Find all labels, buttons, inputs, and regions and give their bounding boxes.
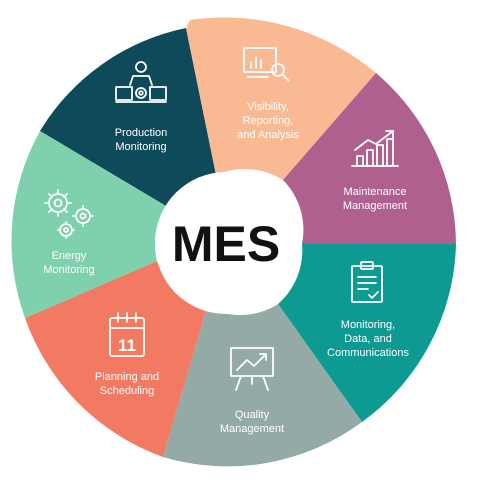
label-quality: Quality Management [220,409,284,435]
label-line: Quality [235,409,270,421]
center-title: MES [172,216,280,272]
growth-chart-icon [351,130,399,167]
gears-icon [44,189,94,239]
label-line: Data, and [344,333,392,345]
calendar-icon: 11 [109,312,145,357]
label-line: Monitoring [43,264,94,276]
segment-planning [25,261,207,457]
label-line: Maintenance [344,186,407,198]
label-line: Management [220,423,284,435]
segment-quality [163,304,362,467]
label-line: Energy [52,250,87,262]
segment-monitoring [278,244,456,422]
label-maintenance: Maintenance Management [343,186,407,212]
segment-visibility [186,17,376,180]
label-energy: Energy Monitoring [43,250,94,276]
segment-maintenance [283,73,456,244]
label-line: Visibility, [247,101,289,113]
clipboard-icon [351,261,383,303]
label-planning: Planning and Scheduling [95,371,159,397]
production-monitor-icon [115,61,167,103]
label-line: and Analysis [237,129,299,141]
presentation-board-icon [230,347,274,391]
segment-production [40,28,216,206]
report-analysis-icon [243,47,290,82]
calendar-day-number: 11 [118,336,136,355]
label-line: Production [115,127,168,139]
segment-energy [11,131,167,318]
label-monitoring: Monitoring, Data, and Communications [327,319,409,359]
label-line: Reporting, [243,115,294,127]
label-line: Communications [327,347,409,359]
label-line: Monitoring, [341,319,395,331]
label-production: Production Monitoring [115,127,168,153]
center-hub [155,172,297,314]
label-line: Monitoring [115,141,166,153]
label-line: Management [343,200,407,212]
label-line: Planning and [95,371,159,383]
label-line: Scheduling [100,385,154,397]
label-visibility: Visibility, Reporting, and Analysis [237,101,299,141]
